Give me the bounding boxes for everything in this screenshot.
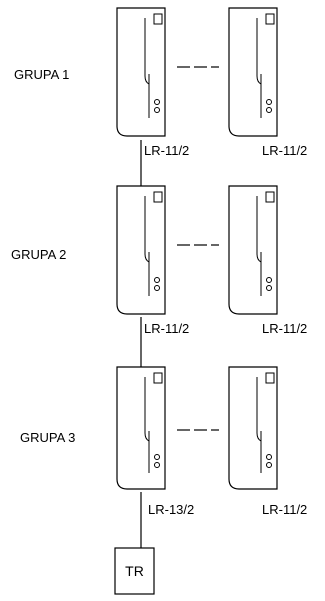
transformer-box xyxy=(114,547,155,595)
group-1-label: GRUPA 1 xyxy=(14,67,70,82)
handset-group-1-left xyxy=(116,7,166,137)
group-3-left-device-label: LR-13/2 xyxy=(148,502,195,517)
group-2-left-device-label: LR-11/2 xyxy=(144,321,190,336)
group-1-right-device-label: LR-11/2 xyxy=(262,143,308,158)
group-2-label: GRUPA 2 xyxy=(11,247,67,262)
handset-group-2-left xyxy=(116,185,166,315)
group-2-right-device-label: LR-11/2 xyxy=(262,321,308,336)
handset-group-3-right xyxy=(228,366,278,490)
group-3-right-device-label: LR-11/2 xyxy=(262,502,308,517)
handset-group-2-right xyxy=(228,185,278,315)
group-1-left-device-label: LR-11/2 xyxy=(144,143,190,158)
handset-group-1-right xyxy=(228,7,278,137)
transformer-label: TR xyxy=(125,563,144,579)
group-3-label: GRUPA 3 xyxy=(20,430,76,445)
handset-group-3-left xyxy=(116,366,166,490)
